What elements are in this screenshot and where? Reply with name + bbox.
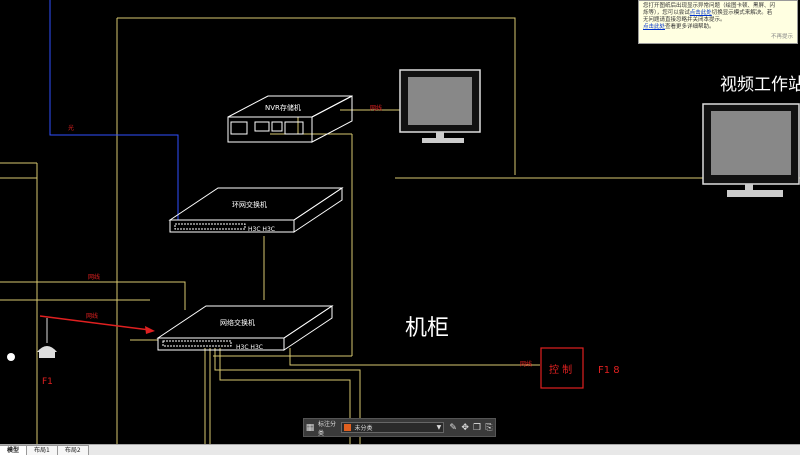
notice-text-2: 烁等），您可以尝试 [643, 10, 690, 16]
node-dot [7, 353, 15, 361]
tab-model[interactable]: 模型 [0, 445, 28, 455]
network-switch-icon [156, 305, 334, 351]
cable-label-2: 网线 [86, 312, 98, 320]
ring-switch-brand: H3C H3C [248, 226, 275, 233]
cable-label-1: 网线 [88, 273, 100, 281]
tab-layout2[interactable]: 布局2 [56, 445, 89, 455]
workstation-monitor-icon [702, 103, 800, 197]
cabinet-frame [0, 17, 800, 444]
workstation-label: 视频工作站 [720, 75, 800, 95]
cabinet-label: 机柜 [405, 316, 449, 341]
category-select-value: 未分类 [354, 425, 373, 432]
fiber-label: 光 [68, 124, 74, 132]
monitor-icon [399, 69, 481, 143]
notice-text-2b: 切换显示模式来解决。若 [711, 10, 773, 16]
annotation-toolbar: ▦ 标注分类 未分类 ▼ ✎ ✥ ❐ ⎘ [303, 418, 496, 437]
copy-icon[interactable]: ❐ [473, 422, 482, 433]
fiber-line [49, 0, 179, 220]
controller-side-label: F1 8 [598, 365, 620, 376]
ring-switch-icon [168, 187, 344, 233]
layout-tab-bar: 模型 布局1 布局2 [0, 444, 800, 455]
notice-text-3: 无问题请直接忽略并关闭本提示。 [643, 17, 726, 23]
ring-switch-ports [174, 223, 246, 230]
edit-icon[interactable]: ✎ [449, 422, 457, 433]
category-select[interactable]: 未分类 ▼ [341, 422, 445, 433]
category-color-swatch [344, 424, 352, 431]
ring-switch-label: 环网交换机 [232, 200, 267, 209]
display-issue-notice: 您打开图纸后出现显示异常问题（绘图卡顿、黑屏、闪 烁等），您可以尝试点击此处切换… [638, 0, 798, 44]
nvr-label: NVR存储机 [265, 103, 301, 112]
paste-icon[interactable]: ⎘ [485, 422, 493, 433]
tab-layout1[interactable]: 布局1 [26, 445, 58, 455]
controller-label: 控 制 [549, 363, 572, 376]
annotation-arrow [39, 315, 155, 334]
cable-label-3: 网线 [370, 104, 382, 112]
move-icon[interactable]: ✥ [461, 422, 469, 433]
grid-icon[interactable]: ▦ [305, 422, 315, 433]
toolbar-label: 标注分类 [317, 420, 336, 437]
network-switch-label: 网络交换机 [220, 318, 255, 327]
chevron-down-icon: ▼ [436, 424, 442, 431]
nvr-recorder-icon [227, 95, 353, 143]
notice-text-1: 您打开图纸后出现显示异常问题（绘图卡顿、黑屏、闪 [643, 3, 776, 9]
camera-label: F1 [42, 377, 53, 387]
cad-drawing-canvas[interactable]: NVR存储机 环网交换机 H3C H3C 网络交换机 H3C H3C 视频工作站… [0, 0, 800, 444]
dismiss-notice-button[interactable]: 不再提示 [770, 34, 793, 40]
help-link[interactable]: 点击此处 [643, 24, 666, 30]
notice-text-4: 查看更多详细帮助。 [665, 24, 715, 30]
network-switch-brand: H3C H3C [236, 344, 263, 351]
switch-mode-link[interactable]: 点击此处 [689, 10, 712, 16]
camera-symbol-icon [37, 318, 57, 358]
cable-label-4: 网线 [520, 360, 532, 368]
controller-box [540, 347, 584, 389]
